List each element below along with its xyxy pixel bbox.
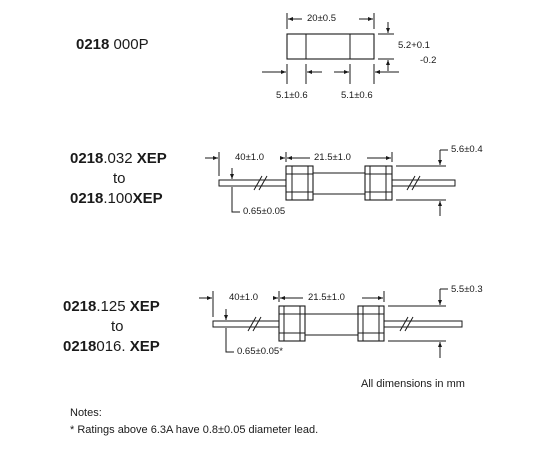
cap-right bbox=[364, 165, 393, 201]
dim-cap-right: 5.1±0.6 bbox=[341, 90, 373, 101]
notes-line: * Ratings above 6.3A have 0.8±0.05 diame… bbox=[70, 424, 319, 436]
notes-title: Notes: bbox=[70, 407, 102, 419]
lead-left bbox=[218, 179, 287, 187]
lead-break-left bbox=[253, 175, 268, 191]
cap-right bbox=[357, 305, 385, 342]
lead-left bbox=[212, 320, 280, 328]
lead-right bbox=[383, 320, 463, 328]
cap-left bbox=[278, 305, 306, 342]
cap-left bbox=[285, 165, 314, 201]
dim-body-length: 20±0.5 bbox=[307, 13, 336, 24]
units-note: All dimensions in mm bbox=[361, 378, 465, 390]
lead-break-right bbox=[399, 316, 414, 332]
dim-diameter-tolerance: -0.2 bbox=[420, 55, 437, 66]
fuse-body bbox=[286, 33, 375, 60]
fuse-body bbox=[304, 313, 359, 336]
lead-break-right bbox=[406, 175, 421, 191]
fuse-000p-drawing bbox=[262, 13, 399, 84]
fuse-125-drawing bbox=[199, 288, 463, 358]
dim-lead-diameter: 0.65±0.05 bbox=[243, 206, 286, 217]
part-label-000p: 0218 000P bbox=[76, 36, 149, 53]
part-label-016: 0218016. XEP bbox=[63, 338, 160, 355]
fuse-body bbox=[312, 172, 366, 195]
part-label-032: 0218.032 XEP bbox=[70, 150, 167, 167]
dim-lead-diameter: 0.65±0.05* bbox=[237, 346, 283, 357]
part-label-125: 0218.125 XEP bbox=[63, 298, 160, 315]
range-to-label: to bbox=[111, 318, 124, 335]
dim-diameter: 5.2+0.1 bbox=[398, 40, 430, 51]
lead-right bbox=[391, 179, 456, 187]
dim-lead-length: 40±1.0 bbox=[235, 152, 264, 163]
dim-body-length: 21.5±1.0 bbox=[314, 152, 351, 163]
dim-diameter: 5.5±0.3 bbox=[451, 284, 483, 295]
part-label-100: 0218.100XEP bbox=[70, 190, 163, 207]
dim-lead-length: 40±1.0 bbox=[229, 292, 258, 303]
range-to-label: to bbox=[113, 170, 126, 187]
lead-break-left bbox=[247, 316, 262, 332]
fuse-032-drawing bbox=[205, 149, 456, 216]
dim-diameter: 5.6±0.4 bbox=[451, 144, 483, 155]
dim-body-length: 21.5±1.0 bbox=[308, 292, 345, 303]
dim-cap-left: 5.1±0.6 bbox=[276, 90, 308, 101]
